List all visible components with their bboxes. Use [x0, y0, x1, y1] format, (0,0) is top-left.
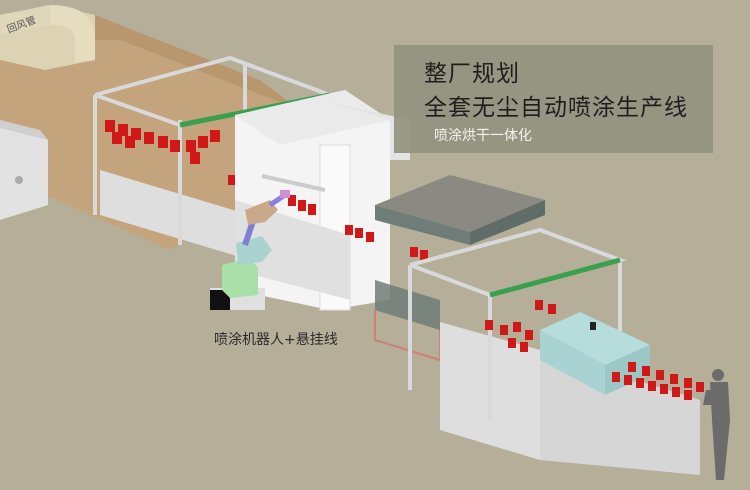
left-cabinet [0, 125, 48, 220]
back-wall [0, 40, 300, 250]
spray-booth [235, 90, 410, 311]
return-air-duct-icon [0, 5, 95, 70]
title-overlay: 整厂规划 全套无尘自动喷涂生产线 喷涂烘干一体化 [394, 45, 713, 153]
title-line-1: 整厂规划 [424, 61, 520, 87]
product-cluster-2 [485, 300, 704, 400]
product-cluster-1 [105, 120, 236, 185]
title-line-2: 全套无尘自动喷涂生产线 [424, 95, 688, 121]
operator-figure-icon [703, 369, 730, 480]
spray-robot-icon [210, 190, 290, 310]
curing-tunnel [540, 312, 650, 395]
robot-label: 喷涂机器人+悬挂线 [214, 332, 338, 348]
title-subtitle: 喷涂烘干一体化 [434, 128, 532, 144]
drying-oven [374, 175, 545, 362]
